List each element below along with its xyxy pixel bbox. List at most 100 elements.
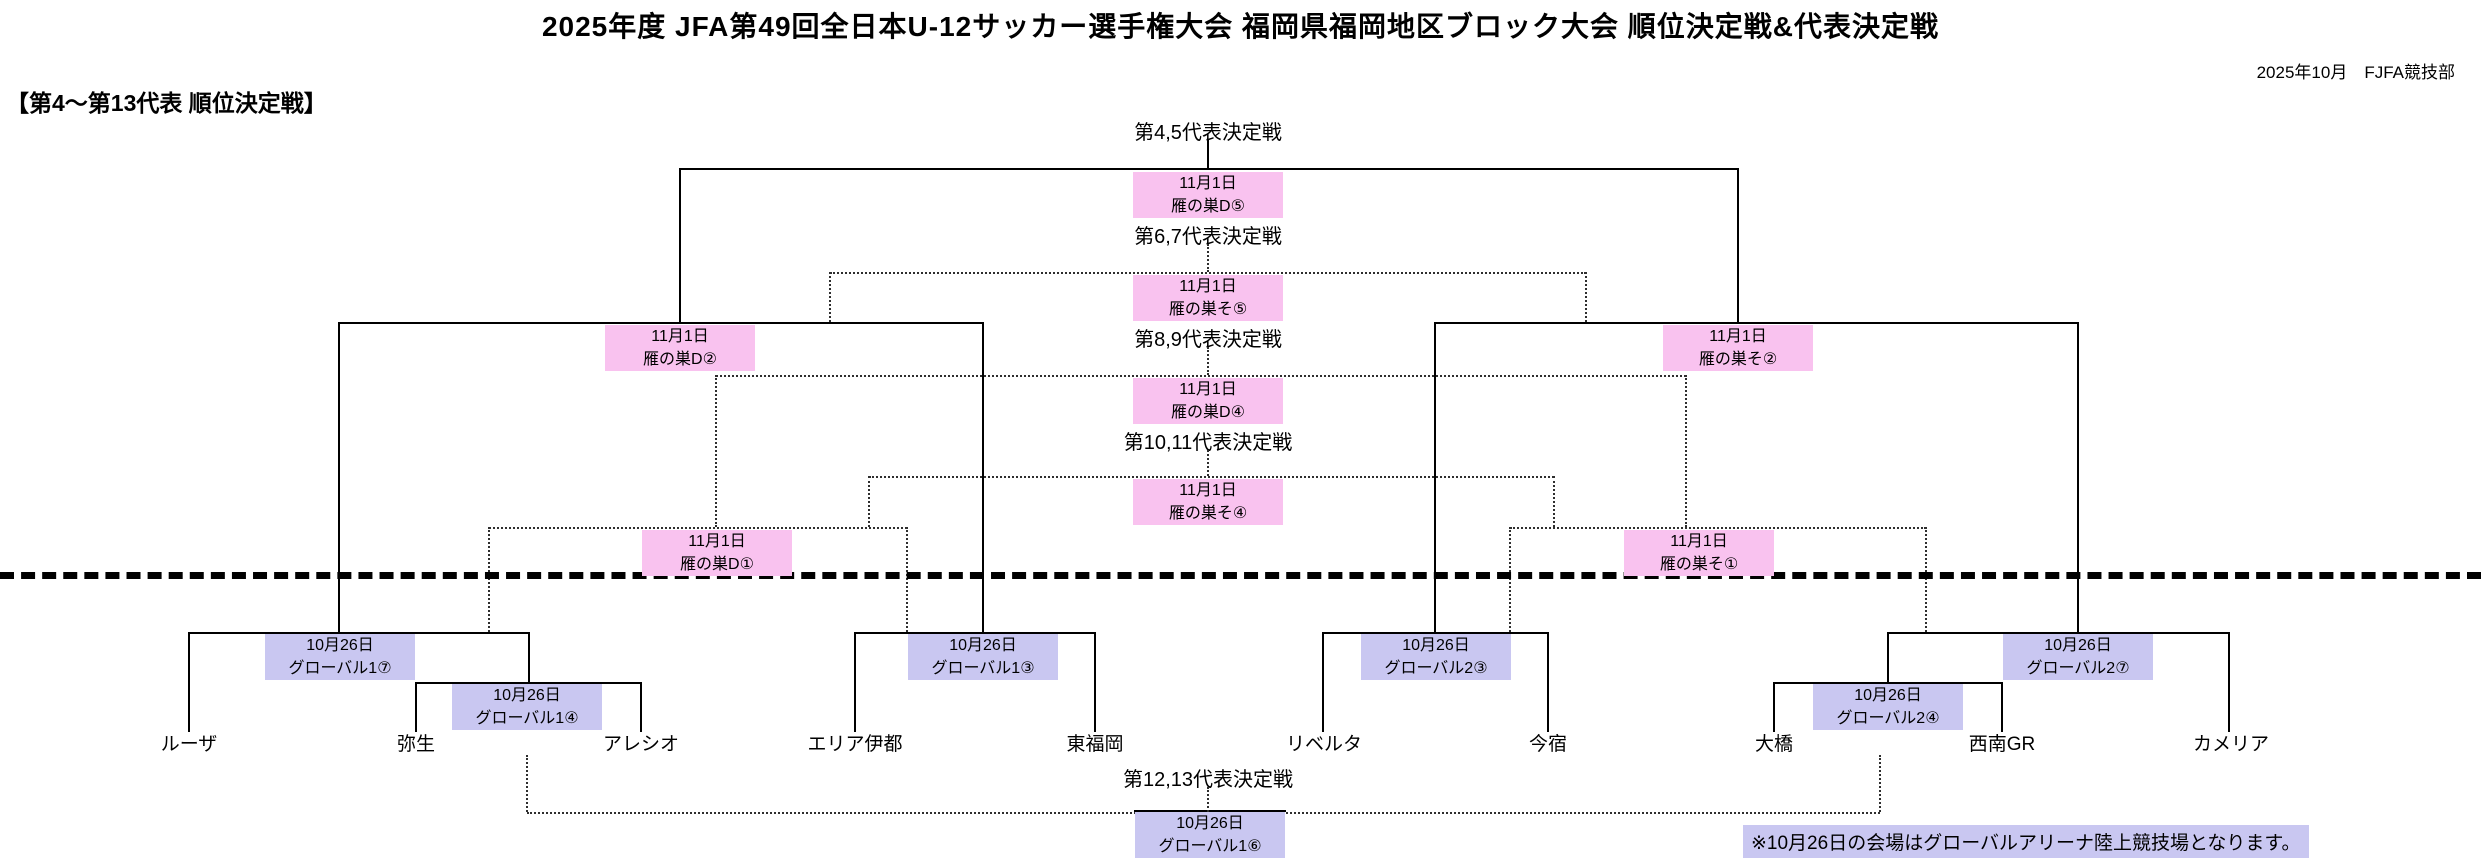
match-box-gannosu-so1: 11月1日 雁の巣そ① [1624,530,1774,576]
bracket-line-dotted [1510,527,1926,529]
match-venue: グローバル1④ [475,710,579,727]
match-box-global2-3: 10月26日 グローバル2③ [1361,634,1511,680]
team-label: 今宿 [1528,734,1568,755]
bracket-line-dotted [489,527,907,529]
match-date: 10月26日 [2044,637,2112,654]
bracket-line-dotted [526,755,528,812]
bracket-line [1094,632,1096,732]
bracket-line-dotted [1879,755,1881,812]
match-venue: グローバル2⑦ [2026,660,2130,677]
match-venue: 雁の巣D① [680,556,754,573]
bracket-line-dotted [1925,527,1927,632]
day-divider-line [0,572,2481,579]
bracket-line [528,632,530,682]
match-date: 11月1日 [1179,175,1237,192]
match-venue: 雁の巣そ⑤ [1168,301,1248,318]
bracket-line-dotted [1207,347,1209,375]
bracket-line-dotted [868,476,870,527]
bracket-line [416,682,641,684]
bracket-line [854,632,856,732]
bracket-line-dotted [1585,272,1587,322]
match-venue: グローバル2③ [1384,660,1488,677]
match-box-gannosu-d2: 11月1日 雁の巣D② [605,325,755,371]
bracket-line-dotted [1207,787,1209,812]
match-venue: 雁の巣そ④ [1168,505,1248,522]
bracket-line-dotted [1685,375,1687,527]
match-box-global2-7: 10月26日 グローバル2⑦ [2003,634,2153,680]
match-box-gannosu-so5: 11月1日 雁の巣そ⑤ [1133,275,1283,321]
bracket-line-dotted [1207,450,1209,476]
bracket-line [680,168,1738,170]
match-date: 11月1日 [1179,278,1237,295]
match-box-global1-7: 10月26日 グローバル1⑦ [265,634,415,680]
match-venue: 雁の巣そ① [1659,556,1739,573]
team-label: アレシオ [602,734,680,755]
round-label-6-7: 第6,7代表決定戦 [1134,226,1282,248]
bracket-line [1434,322,1436,634]
section-label: 【第4～第13代表 順位決定戦】 [6,90,327,116]
bracket-line [188,632,190,732]
bracket-line-dotted [716,375,1686,377]
bracket-line-dotted [1553,476,1555,527]
venue-note: ※10月26日の会場はグローバルアリーナ陸上競技場となります。 [1743,825,2309,858]
match-box-global1-3: 10月26日 グローバル1③ [908,634,1058,680]
round-label-8-9: 第8,9代表決定戦 [1134,329,1282,351]
bracket-line [339,322,983,324]
match-venue: グローバル1③ [931,660,1035,677]
bracket-line [2077,322,2079,634]
bracket-line-dotted [869,476,1554,478]
bracket-line [1774,682,2002,684]
team-label: 大橋 [1754,734,1794,755]
page-title: 2025年度 JFA第49回全日本U-12サッカー選手権大会 福岡県福岡地区ブロ… [541,11,1940,42]
bracket-line-dotted [715,375,717,527]
match-box-gannosu-d5: 11月1日 雁の巣D⑤ [1133,172,1283,218]
bracket-line [2001,682,2003,732]
match-date: 10月26日 [306,637,374,654]
bracket-line-dotted [1509,527,1511,632]
round-label-4-5: 第4,5代表決定戦 [1134,122,1282,144]
match-date: 11月1日 [1179,482,1237,499]
bracket-line [679,168,681,324]
bracket-line [189,632,529,634]
match-venue: グローバル2④ [1836,710,1940,727]
round-label-12-13: 第12,13代表決定戦 [1122,769,1294,791]
bracket-line [982,322,984,634]
match-venue: 雁の巣そ② [1698,351,1778,368]
team-label: カメリア [2192,734,2270,755]
bracket-line [2228,632,2230,732]
round-label-10-11: 第10,11代表決定戦 [1123,432,1293,454]
match-venue: グローバル1⑥ [1158,838,1262,855]
bracket-line [1322,632,1324,732]
bracket-line [338,322,340,634]
match-box-gannosu-d4: 11月1日 雁の巣D④ [1133,378,1283,424]
bracket-line-dotted [906,527,908,632]
bracket-line [1887,632,1889,682]
bracket-line [640,682,642,732]
match-date: 10月26日 [949,637,1017,654]
bracket-line [1134,810,1286,812]
bracket-line [1207,140,1209,170]
bracket-line-dotted [488,527,490,632]
match-venue: グローバル1⑦ [288,660,392,677]
match-box-global1-6: 10月26日 グローバル1⑥ [1135,812,1285,858]
team-label: エリア伊都 [807,734,903,755]
match-date: 11月1日 [651,328,709,345]
bracket-line [1888,632,2229,634]
match-venue: 雁の巣D② [643,351,717,368]
team-label: 東福岡 [1066,734,1124,755]
match-box-gannosu-so4: 11月1日 雁の巣そ④ [1133,479,1283,525]
match-box-global2-4: 10月26日 グローバル2④ [1813,684,1963,730]
bracket-line-dotted [1207,244,1209,272]
bracket-line [855,632,1095,634]
bracket-line [1547,632,1549,732]
match-date: 10月26日 [1854,687,1922,704]
match-date: 10月26日 [1402,637,1470,654]
bracket-line [1737,168,1739,324]
bracket-line [1323,632,1548,634]
match-date: 11月1日 [1709,328,1767,345]
team-label: リベルタ [1285,734,1363,755]
match-date: 10月26日 [493,687,561,704]
match-date: 11月1日 [1670,533,1728,550]
match-venue: 雁の巣D④ [1171,404,1245,421]
